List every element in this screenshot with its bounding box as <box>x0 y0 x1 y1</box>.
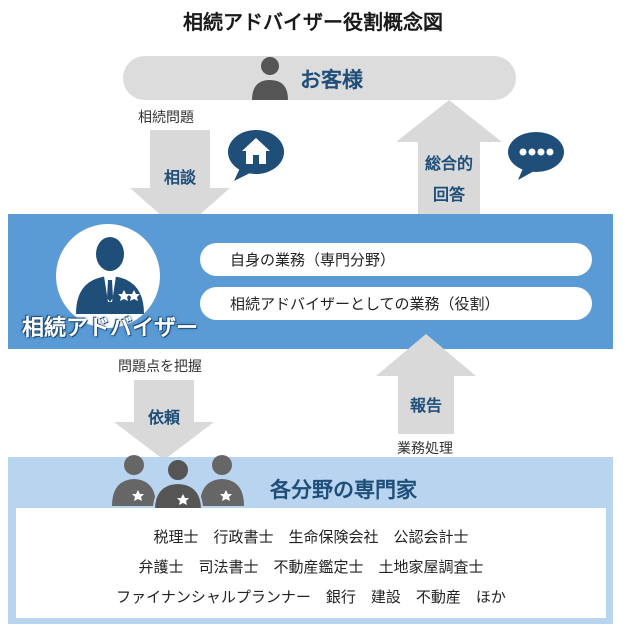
request-label: 依頼 <box>147 408 180 427</box>
experts-label: 各分野の専門家 <box>270 478 417 502</box>
person-icon <box>252 57 288 100</box>
consult-arrow <box>130 130 230 232</box>
processing-label: 業務処理 <box>397 441 453 457</box>
duty-advisor-role-text: 相続アドバイザーとしての業務（役割） <box>230 295 500 313</box>
experts-line-1: 税理士 行政書士 生命保険会社 公認会計士 <box>153 528 469 546</box>
experts-line-3: ファイナンシャルプランナー 銀行 建設 不動産 ほか <box>116 588 506 606</box>
report-arrow <box>376 334 476 434</box>
advisor-label: 相続アドバイザー <box>22 316 199 341</box>
request-arrow <box>114 380 214 460</box>
duty-own-specialty-text: 自身の業務（専門分野） <box>230 251 396 269</box>
issue-label: 相続問題 <box>138 110 194 126</box>
answer-label-line2: 回答 <box>432 185 465 204</box>
advisor-person-icon <box>76 237 144 314</box>
report-label: 報告 <box>409 396 442 415</box>
experts-line-2: 弁護士 司法書士 不動産鑑定士 土地家屋調査士 <box>138 558 484 576</box>
consult-label: 相談 <box>163 168 196 187</box>
experts-list-box <box>16 508 606 618</box>
customer-label: お客様 <box>300 68 363 92</box>
house-bubble-icon <box>228 130 284 181</box>
duty-own-specialty: 自身の業務（専門分野） <box>200 243 592 276</box>
grasp-label: 問題点を把握 <box>118 359 202 375</box>
customer-bar <box>123 56 516 100</box>
diagram-title: 相続アドバイザー役割概念図 <box>183 10 443 34</box>
answer-label-line1: 総合的 <box>424 154 473 173</box>
experts-group-icon <box>112 455 244 510</box>
chat-bubble-icon <box>508 132 564 180</box>
answer-arrow <box>396 100 502 218</box>
duty-advisor-role: 相続アドバイザーとしての業務（役割） <box>200 287 592 320</box>
